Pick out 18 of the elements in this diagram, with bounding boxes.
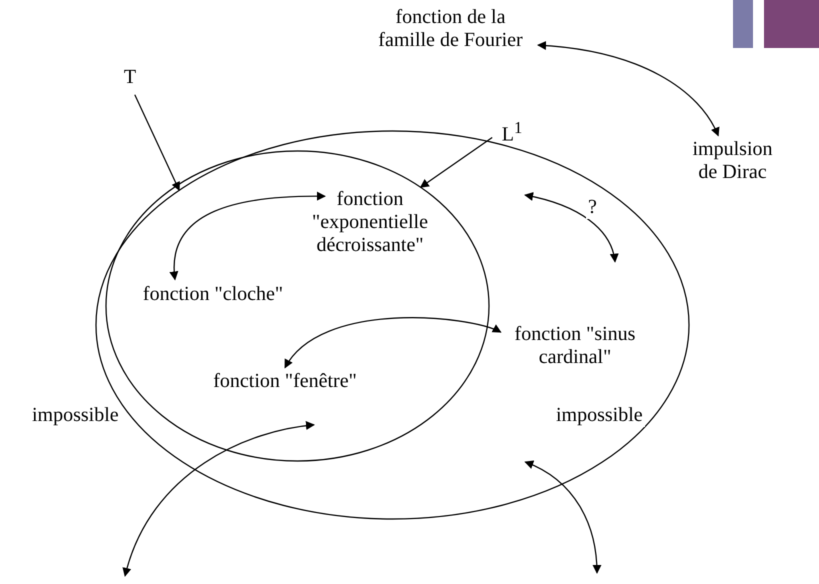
edge-label: impossible [30, 404, 121, 427]
node-label: fonction "fenêtre" [185, 370, 385, 393]
node-label: T [118, 66, 142, 89]
arrow [420, 136, 493, 188]
edge-label: impossible [554, 404, 645, 427]
double-arrow [284, 317, 502, 368]
double-arrow [123, 421, 315, 577]
node-label: impulsion de Dirac [685, 138, 780, 184]
node-label: fonction "cloche" [118, 283, 308, 306]
double-arrow [524, 192, 618, 263]
node-label: fonction de la famille de Fourier [368, 6, 533, 52]
arrow [134, 94, 180, 192]
node-label: fonction "sinus cardinal" [505, 323, 645, 369]
double-arrow [524, 460, 602, 574]
node-label: fonction "exponentielle décroissante" [295, 188, 445, 257]
double-arrow [170, 192, 326, 280]
double-arrow [537, 41, 719, 136]
node-label: L$^{1}$ [494, 116, 530, 147]
